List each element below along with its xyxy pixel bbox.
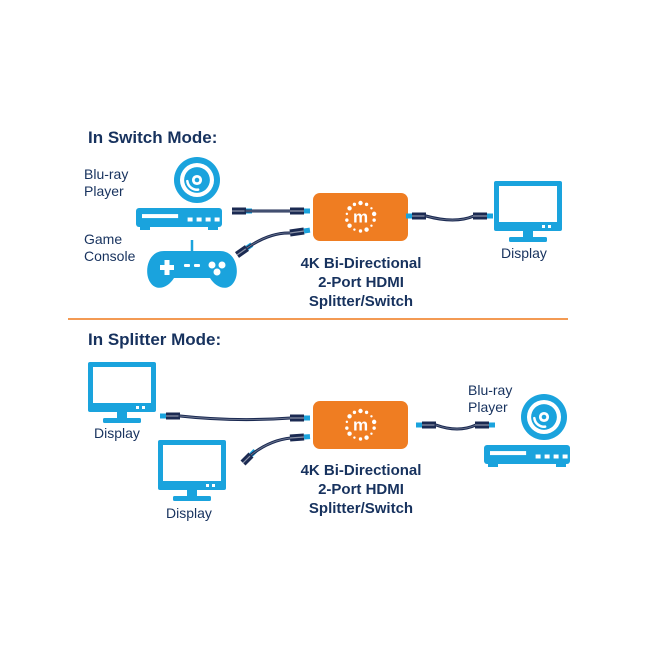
switch-mode-heading: In Switch Mode: — [88, 128, 217, 148]
switch-product-line1: 4K Bi-Directional — [281, 254, 441, 273]
splitter-logo-letter: m — [353, 208, 368, 227]
switch-gamepad-icon — [147, 240, 237, 288]
switch-product-label: 4K Bi-Directional 2-Port HDMI Splitter/S… — [281, 254, 441, 311]
splitter-cable3 — [436, 425, 476, 429]
switch-display-label: Display — [501, 245, 547, 262]
switch-bluray-player-icon — [136, 208, 222, 230]
switch-product-line2: 2-Port HDMI — [281, 273, 441, 292]
splitter-cable1 — [180, 416, 291, 420]
splitter-display2-monitor-icon — [158, 440, 226, 501]
switch-cable2-plug-b — [290, 230, 310, 233]
splitter-product-line1: 4K Bi-Directional — [281, 461, 441, 480]
switch-console-label: Game Console — [84, 231, 135, 265]
splitter-product-line3: Splitter/Switch — [281, 499, 441, 518]
splitter-bluray-player-icon — [484, 445, 570, 467]
splitter-product-line2: 2-Port HDMI — [281, 480, 441, 499]
splitter-cable2 — [251, 438, 291, 455]
switch-cable2 — [247, 233, 291, 248]
switch-console-label-line2: Console — [84, 248, 135, 265]
switch-bluray-disc-icon — [174, 157, 220, 203]
splitter-display1-label: Display — [94, 425, 140, 442]
switch-cable3 — [426, 216, 474, 220]
section-divider — [68, 318, 568, 320]
switch-splitter-box: m — [313, 193, 408, 241]
splitter-bluray-label-line2: Player — [468, 399, 512, 416]
splitter-bluray-disc-icon — [521, 394, 567, 440]
switch-bluray-label-line2: Player — [84, 183, 128, 200]
switch-bluray-label: Blu-ray Player — [84, 166, 128, 200]
switch-console-label-line1: Game — [84, 231, 135, 248]
splitter-bluray-label: Blu-ray Player — [468, 382, 512, 416]
splitter-logo-letter: m — [353, 416, 368, 435]
switch-display-monitor-icon — [494, 181, 562, 242]
splitter-mode-heading: In Splitter Mode: — [88, 330, 221, 350]
splitter-display2-label: Display — [166, 505, 212, 522]
splitter-bluray-label-line1: Blu-ray — [468, 382, 512, 399]
splitter-display1-monitor-icon — [88, 362, 156, 423]
switch-product-line3: Splitter/Switch — [281, 292, 441, 311]
switch-bluray-label-line1: Blu-ray — [84, 166, 128, 183]
splitter-splitter-box: m — [313, 401, 408, 449]
splitter-product-label: 4K Bi-Directional 2-Port HDMI Splitter/S… — [281, 461, 441, 518]
splitter-cable2-plug-b — [290, 437, 310, 438]
